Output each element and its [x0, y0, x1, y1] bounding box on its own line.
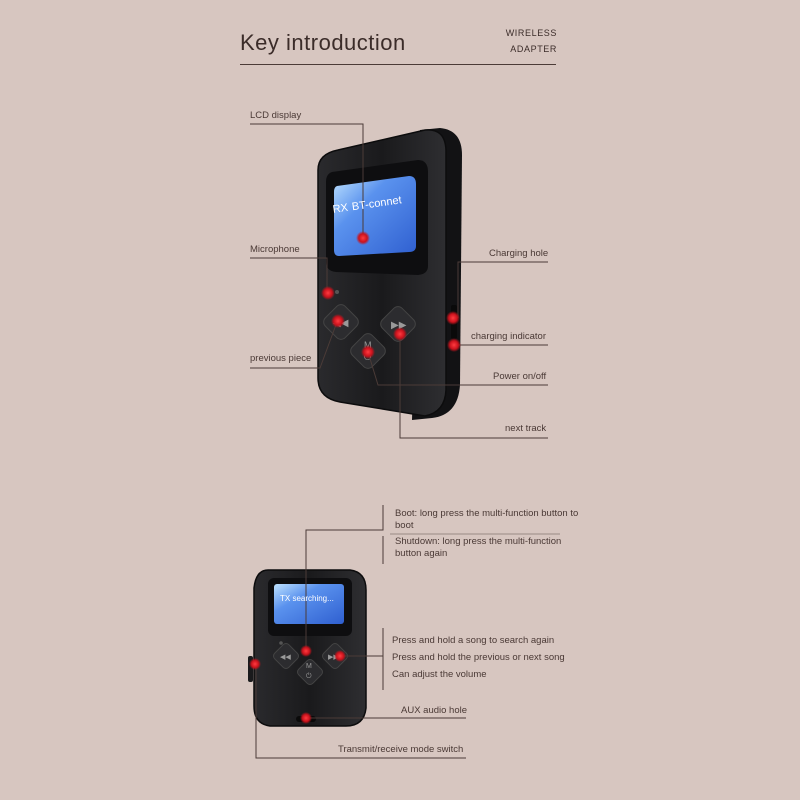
top-next-icon: ▶▶	[391, 320, 407, 331]
bottom-next-icon: ▶▶	[328, 653, 339, 661]
brand-label: WIRELESS ADAPTER	[506, 25, 557, 57]
hotspot-charging-indicator	[447, 338, 461, 352]
hotspot-mode-switch	[249, 658, 261, 670]
hotspot-multifunction	[300, 645, 312, 657]
bottom-prev-button	[273, 643, 299, 669]
label-charging-indicator: charging indicator	[471, 331, 546, 342]
brand-line-1: WIRELESS	[505, 28, 557, 38]
top-hotspots	[321, 231, 461, 359]
label-search-again: Press and hold a song to search again	[392, 635, 555, 646]
brand-line-2: ADAPTER	[510, 44, 557, 54]
top-microphone	[335, 290, 339, 294]
page-title: Key introduction	[240, 30, 406, 55]
bottom-prev-icon: ◀◀	[280, 653, 291, 661]
top-device: ◀◀ ▶▶ M ⏻	[317, 128, 462, 420]
bottom-hotspots	[249, 645, 346, 724]
top-screen-rx: RX	[332, 201, 349, 216]
label-power: Power on/off	[493, 371, 547, 382]
hotspot-next	[393, 327, 407, 341]
hotspot-charging-hole	[446, 311, 460, 325]
label-charging-hole: Charging hole	[489, 248, 549, 259]
bottom-screen-text: TX searching...	[280, 594, 334, 603]
bottom-m-button	[297, 659, 323, 685]
label-volume: Can adjust the volume	[392, 669, 487, 680]
label-prev-next: Press and hold the previous or next song	[392, 652, 565, 663]
hotspot-next-song	[334, 650, 346, 662]
bottom-m-label: M	[306, 663, 312, 670]
label-microphone: Microphone	[250, 244, 300, 255]
hotspot-lcd	[356, 231, 370, 245]
hotspot-previous	[331, 314, 345, 328]
bottom-leader-lines	[255, 505, 466, 759]
top-lcd-screen	[334, 176, 416, 256]
label-aux: AUX audio hole	[401, 705, 468, 716]
hotspot-aux	[300, 712, 312, 724]
label-previous: previous piece	[250, 353, 312, 364]
hotspot-power	[361, 345, 375, 359]
label-boot: Boot: long press the multi-function butt…	[395, 508, 579, 531]
top-m-label: M	[364, 340, 372, 350]
label-lcd: LCD display	[250, 110, 302, 121]
label-shutdown: Shutdown: long press the multi-function …	[395, 536, 562, 559]
bottom-microphone	[279, 641, 283, 645]
label-next: next track	[505, 423, 547, 434]
header-divider	[240, 64, 556, 65]
bottom-power-icon: ⏻	[306, 672, 312, 680]
hotspot-microphone	[321, 286, 335, 300]
bottom-lcd-screen	[274, 584, 344, 624]
label-mode-switch: Transmit/receive mode switch	[338, 744, 464, 755]
top-leader-lines	[250, 123, 548, 439]
